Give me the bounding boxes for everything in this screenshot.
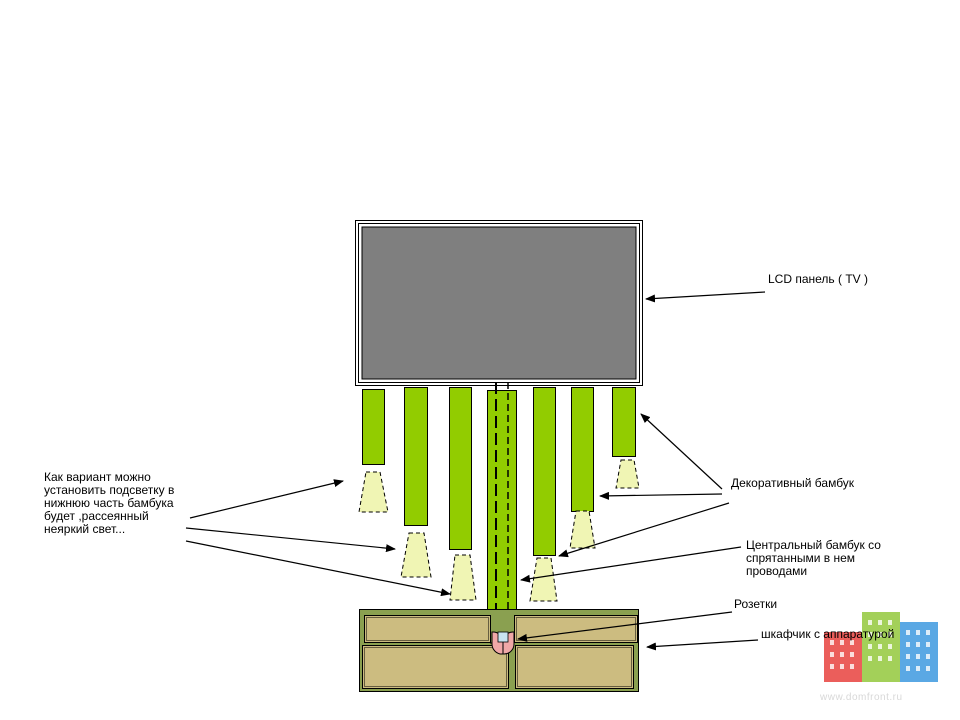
bamboo-stalk bbox=[612, 387, 636, 457]
bamboo-stalk bbox=[449, 387, 472, 550]
cabinet-label: шкафчик с аппаратурой bbox=[761, 627, 895, 641]
backlight-note-label: Как вариант можно установить подсветку в… bbox=[44, 470, 175, 536]
central-bamboo bbox=[487, 382, 517, 635]
light-cone bbox=[569, 510, 596, 549]
lcd-panel-label: LCD панель ( TV ) bbox=[768, 272, 868, 286]
light-cone bbox=[529, 557, 558, 602]
lcd-tv-panel bbox=[355, 220, 643, 386]
decorative-bamboo-stalks bbox=[362, 387, 636, 556]
bamboo-stalk bbox=[404, 387, 428, 526]
bamboo-stalk bbox=[533, 387, 556, 556]
power-sockets bbox=[491, 631, 515, 655]
decorative-bamboo-label: Декоративный бамбук bbox=[731, 476, 855, 490]
watermark-text: www.domfront.ru bbox=[820, 692, 903, 703]
light-cone bbox=[400, 532, 432, 578]
light-cone bbox=[358, 471, 389, 513]
watermark-logo bbox=[824, 612, 938, 682]
annotation-arrows bbox=[185, 291, 766, 651]
backlight-cones bbox=[358, 459, 640, 602]
sockets-label: Розетки bbox=[734, 597, 778, 611]
light-cone bbox=[449, 554, 477, 601]
bamboo-stalk bbox=[362, 389, 385, 465]
light-cone bbox=[615, 459, 640, 489]
central-bamboo-label: Центральный бамбук со спрятанными в нем … bbox=[746, 538, 881, 578]
bamboo-stalk bbox=[571, 387, 594, 512]
